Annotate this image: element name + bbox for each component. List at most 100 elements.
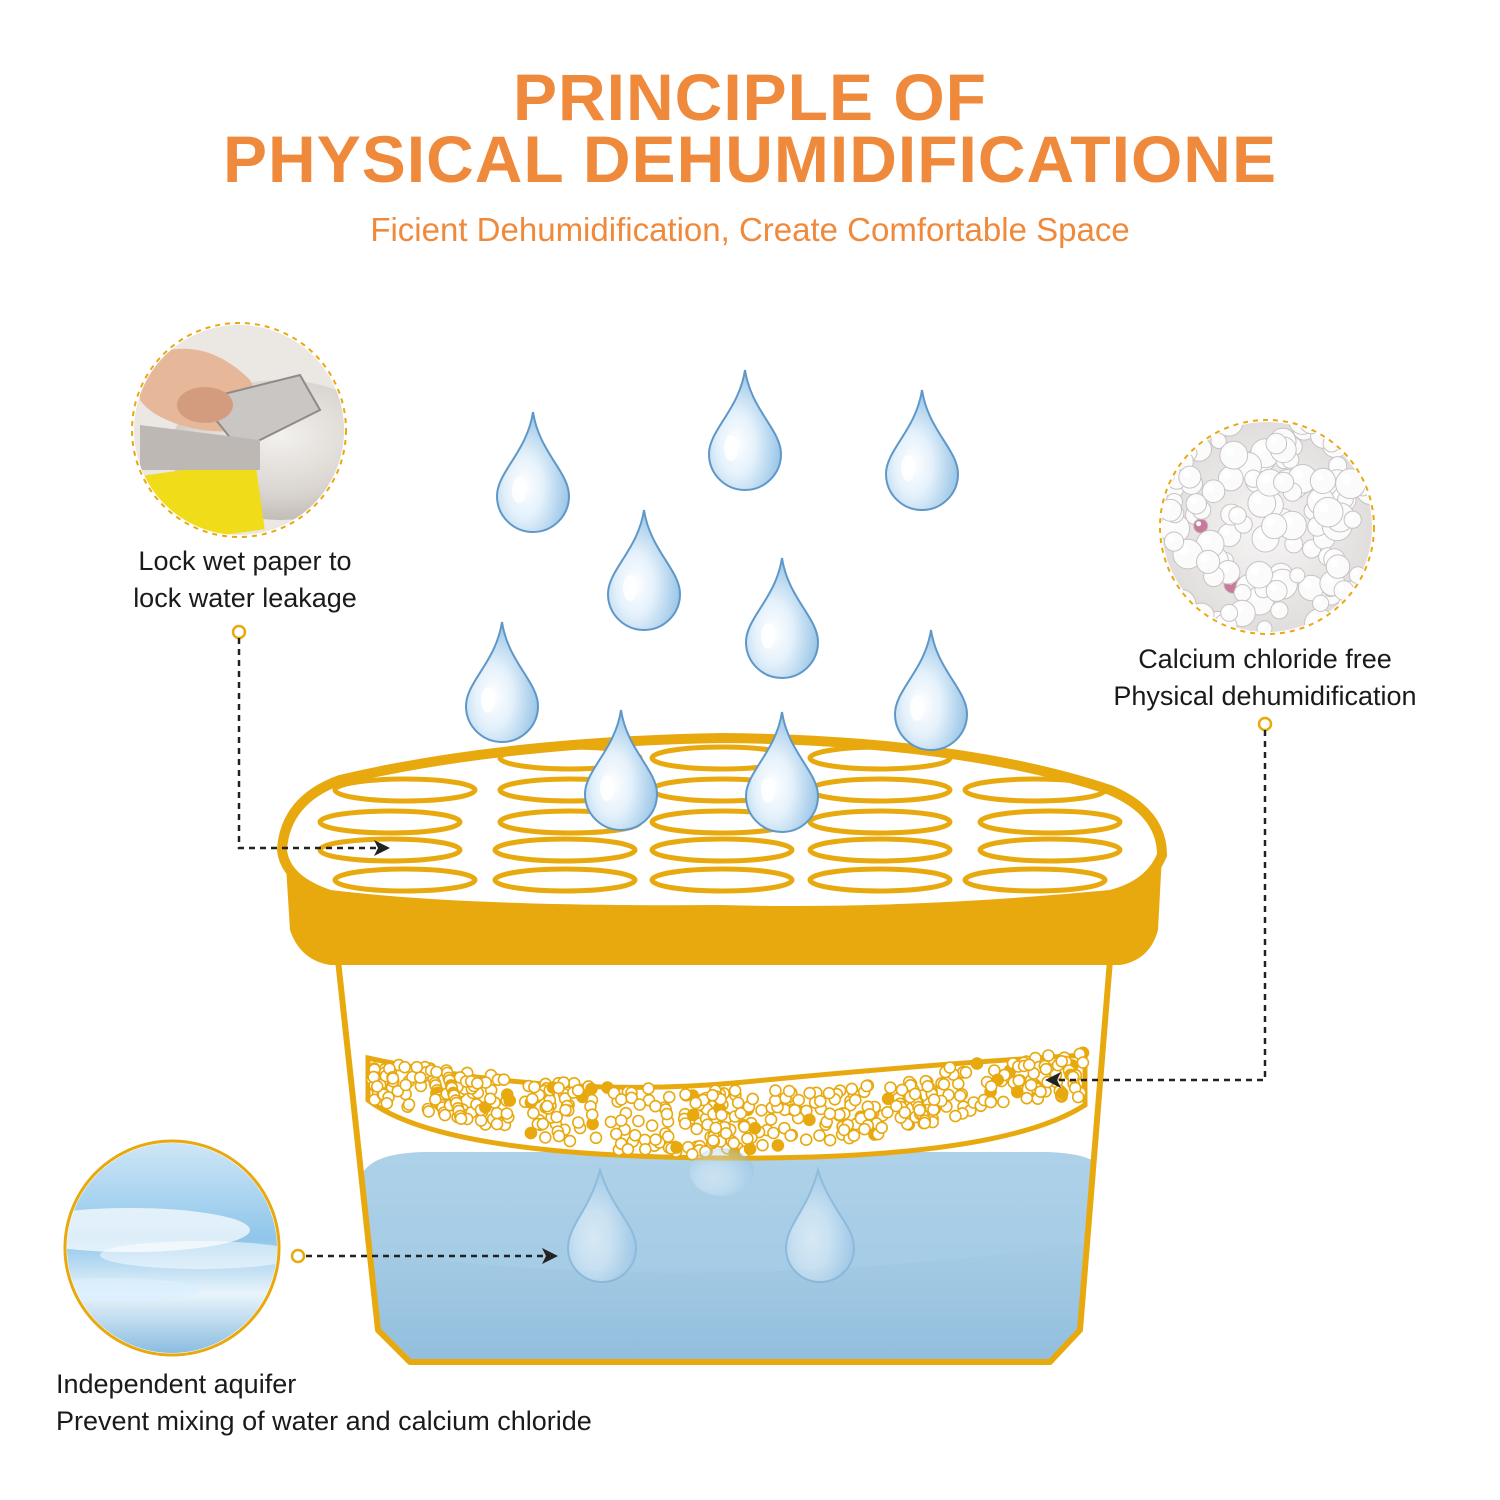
- bead: [563, 1134, 577, 1148]
- bead: [621, 1143, 635, 1156]
- bead: [803, 1113, 816, 1127]
- bead: [908, 1087, 922, 1101]
- bead: [788, 1103, 802, 1117]
- photo-bead: [1256, 620, 1273, 632]
- bead: [1039, 1062, 1053, 1076]
- bead: [552, 1129, 566, 1143]
- container-body: [335, 959, 1113, 1365]
- lock-paper-line1: Lock wet paper to: [138, 546, 352, 576]
- photo-bead: [1323, 615, 1343, 632]
- page-title-line1: PRINCIPLE OF: [512, 60, 988, 134]
- lid-hole: [807, 808, 953, 836]
- bead: [428, 1093, 442, 1106]
- lid-hole: [317, 808, 463, 836]
- bead: [690, 1122, 704, 1136]
- bead: [848, 1093, 862, 1107]
- lid-hole: [962, 776, 1108, 804]
- bead: [628, 1129, 642, 1142]
- bead: [997, 1095, 1010, 1109]
- photo-bead: [1170, 422, 1199, 435]
- lid-hole: [962, 866, 1108, 894]
- photo-bead: [1162, 463, 1176, 485]
- bead: [734, 1107, 748, 1120]
- bead: [813, 1129, 826, 1142]
- photo-bead: [1245, 561, 1273, 589]
- photo-bead: [1180, 426, 1201, 447]
- lid-hole: [492, 866, 638, 894]
- bead: [645, 1119, 659, 1132]
- bead: [609, 1127, 623, 1141]
- calcium-beads: [365, 1046, 1090, 1161]
- bead: [661, 1130, 675, 1143]
- bead: [528, 1080, 541, 1094]
- bead: [756, 1138, 769, 1152]
- bead: [689, 1096, 703, 1110]
- bead: [953, 1089, 967, 1103]
- bead: [837, 1123, 851, 1137]
- bead: [737, 1120, 751, 1134]
- photo-bead: [1289, 567, 1306, 584]
- bead: [918, 1116, 931, 1130]
- photo-bead: [1265, 579, 1288, 602]
- bead: [503, 1094, 517, 1107]
- bead: [649, 1133, 662, 1146]
- bead: [527, 1106, 540, 1120]
- photo-bead: [1193, 518, 1209, 534]
- bead: [604, 1115, 618, 1129]
- bead: [1055, 1055, 1068, 1068]
- photo-bead: [1312, 496, 1344, 528]
- bead: [538, 1131, 552, 1144]
- bead: [860, 1079, 874, 1093]
- photo-bead: [1357, 447, 1372, 473]
- bead: [571, 1116, 585, 1129]
- photo-bead: [1217, 465, 1244, 492]
- bead: [845, 1082, 859, 1096]
- bead: [881, 1092, 895, 1106]
- photo-bead: [1345, 422, 1363, 433]
- bead: [715, 1108, 728, 1122]
- bead: [875, 1121, 889, 1134]
- bead: [552, 1081, 565, 1095]
- callout-calcium: [1045, 419, 1375, 1088]
- bead: [823, 1107, 837, 1120]
- lid-hole: [332, 776, 478, 804]
- bead: [370, 1080, 384, 1093]
- callout-aquifer-label: Independent aquifer Prevent mixing of wa…: [56, 1366, 592, 1440]
- photo-bead: [1297, 574, 1325, 602]
- aquifer-line1: Independent aquifer: [56, 1369, 297, 1399]
- water-drop: [707, 369, 783, 491]
- bead: [686, 1108, 700, 1122]
- bead: [709, 1121, 723, 1135]
- bead: [678, 1117, 692, 1130]
- bead: [642, 1082, 655, 1095]
- photo-bead: [1362, 570, 1372, 594]
- bead: [895, 1083, 909, 1097]
- bead: [959, 1066, 973, 1079]
- water-surface-photo: [67, 1143, 277, 1353]
- bead: [784, 1129, 798, 1142]
- lid-hole: [977, 836, 1123, 864]
- bead: [536, 1117, 550, 1131]
- bead: [399, 1078, 413, 1092]
- bead: [398, 1060, 412, 1074]
- falling-water-drops: [464, 369, 969, 833]
- lid-hole: [317, 836, 463, 864]
- calcium-line1: Calcium chloride free: [1138, 644, 1392, 674]
- bead: [769, 1084, 782, 1097]
- photo-bead: [1325, 554, 1351, 579]
- water-drop: [464, 621, 540, 743]
- photo-bead: [1333, 580, 1355, 601]
- submerged-drops: [566, 1148, 856, 1283]
- callout-aquifer: [63, 1139, 558, 1357]
- photo-bead: [1201, 479, 1226, 504]
- bead: [949, 1109, 962, 1123]
- bead: [454, 1112, 468, 1125]
- bead: [743, 1142, 757, 1156]
- bead: [1024, 1078, 1038, 1092]
- bead: [1022, 1058, 1036, 1072]
- cup-wall: [335, 959, 1113, 1365]
- water-drop: [583, 709, 659, 831]
- bead: [525, 1092, 539, 1106]
- water-drop: [744, 711, 820, 833]
- bead: [741, 1132, 754, 1145]
